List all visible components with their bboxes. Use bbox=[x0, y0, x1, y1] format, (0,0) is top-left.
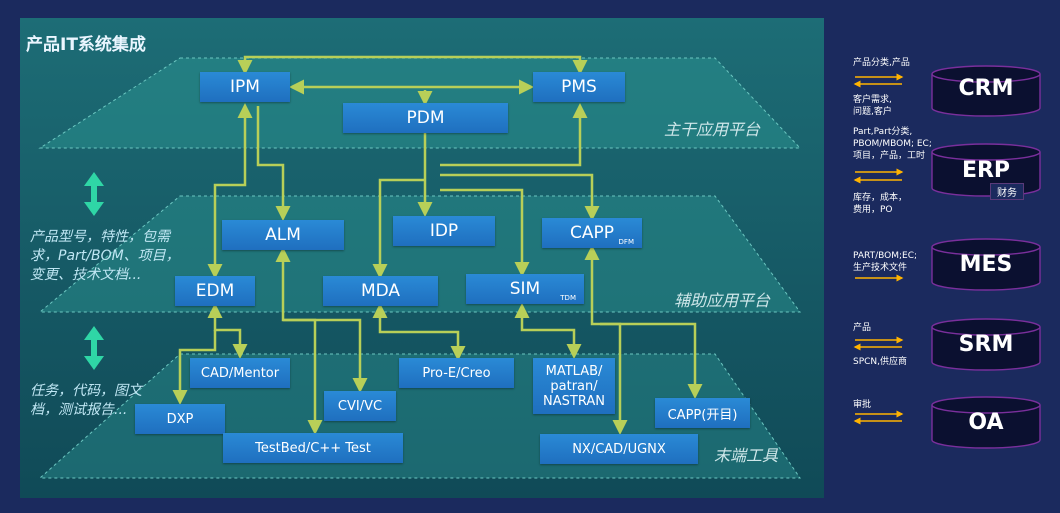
edm-box[interactable]: EDM bbox=[175, 276, 255, 306]
srm-above-line: 产品 bbox=[853, 323, 872, 333]
bottom-plane-label: 末端工具 bbox=[714, 446, 779, 465]
pdm-box[interactable]: PDM bbox=[343, 103, 508, 133]
oa-exchange-above: 审批 bbox=[853, 399, 871, 411]
external-cylinders bbox=[931, 65, 1041, 449]
sim-sub-label: TDM bbox=[560, 294, 576, 302]
mes-exchange-above: PART/BOM;EC; 生产技术文件 bbox=[853, 250, 917, 274]
sim-box[interactable]: SIM TDM bbox=[466, 274, 584, 304]
crm-below-line: 问题,客户 bbox=[853, 107, 892, 117]
crm-exchange-above: 产品分类,产品 bbox=[853, 57, 910, 69]
middle-plane-label: 辅助应用平台 bbox=[674, 291, 771, 310]
mda-box[interactable]: MDA bbox=[323, 276, 438, 306]
alm-box[interactable]: ALM bbox=[222, 220, 344, 250]
alm-cvi-link bbox=[283, 318, 368, 393]
crm-below-line: 客户需求, bbox=[853, 95, 892, 105]
proe-creo-box[interactable]: Pro-E/Creo bbox=[399, 358, 514, 388]
erp-above-line: PBOM/MBOM; EC; bbox=[853, 139, 932, 149]
erp-above-line: 项目，产品，工时 bbox=[853, 151, 926, 161]
erp-exchange-below: 库存，成本， 费用，PO bbox=[853, 192, 907, 216]
upper-note-line: 求，Part/BOM、项目， bbox=[30, 248, 180, 264]
sim-matlab-link bbox=[514, 303, 582, 359]
pdm-capp-link bbox=[440, 173, 600, 221]
mes-above-line: PART/BOM;EC; bbox=[853, 251, 918, 261]
upper-note-line: 变更、技术文档... bbox=[30, 267, 142, 283]
matlab-line: MATLAB/ bbox=[545, 363, 603, 379]
srm-exchange-below: SPCN,供应商 bbox=[853, 356, 907, 368]
mes-above-line: 生产技术文件 bbox=[853, 263, 908, 273]
connectors bbox=[172, 55, 703, 435]
external-exchange-arrows bbox=[853, 73, 904, 425]
pdm-sim-link bbox=[440, 188, 530, 277]
top-plane-label: 主干应用平台 bbox=[664, 120, 761, 139]
ipm-box[interactable]: IPM bbox=[200, 72, 290, 102]
mes-label: MES bbox=[959, 252, 1013, 277]
lower-note-line: 档，测试报告... bbox=[30, 402, 128, 418]
matlab-patran-nastran-box[interactable]: MATLAB/ patran/ NASTRAN bbox=[533, 358, 615, 414]
testbed-box[interactable]: TestBed/C++ Test bbox=[223, 433, 403, 463]
erp-finance-tag: 财务 bbox=[990, 183, 1024, 200]
cvi-vc-box[interactable]: CVI/VC bbox=[324, 391, 396, 421]
pdm-mda-link bbox=[372, 178, 425, 279]
ipm-alm-link bbox=[256, 106, 291, 221]
capp-tool-link bbox=[600, 322, 703, 399]
layer-arrow-upper bbox=[84, 172, 104, 216]
matlab-line: NASTRAN bbox=[543, 393, 605, 409]
lower-layer-note: 任务，代码，图文 档，测试报告... bbox=[30, 382, 142, 420]
idp-box[interactable]: IDP bbox=[393, 216, 495, 246]
page-title: 产品IT系统集成 bbox=[26, 35, 146, 55]
sim-label: SIM bbox=[509, 279, 541, 299]
srm-cylinder bbox=[931, 318, 1041, 371]
erp-exchange-above: Part,Part分类, PBOM/MBOM; EC; 项目，产品，工时 bbox=[853, 126, 932, 162]
mda-proe-link bbox=[372, 303, 466, 361]
capp-box[interactable]: CAPP DFM bbox=[542, 218, 642, 248]
oa-above-line: 审批 bbox=[853, 400, 872, 410]
lower-note-line: 任务，代码，图文 bbox=[30, 383, 142, 399]
erp-below-line: 库存，成本， bbox=[853, 193, 908, 203]
cad-mentor-box[interactable]: CAD/Mentor bbox=[190, 358, 290, 388]
oa-label: OA bbox=[968, 410, 1004, 435]
capp-label: CAPP bbox=[569, 223, 614, 243]
upper-note-line: 产品型号，特性，包需 bbox=[30, 229, 170, 245]
layer-arrow-lower bbox=[84, 326, 104, 370]
srm-below-line: SPCN,供应商 bbox=[853, 357, 908, 367]
crm-cylinder bbox=[931, 65, 1041, 117]
mes-cylinder bbox=[931, 238, 1041, 291]
nx-cad-ugnx-box[interactable]: NX/CAD/UGNX bbox=[540, 434, 698, 464]
erp-label: ERP bbox=[961, 158, 1011, 183]
crm-label: CRM bbox=[958, 76, 1014, 101]
srm-label: SRM bbox=[958, 332, 1014, 357]
capp-kaimu-box[interactable]: CAPP(开目) bbox=[655, 398, 750, 428]
erp-below-line: 费用，PO bbox=[853, 205, 893, 215]
ipm-pms-top-link bbox=[237, 55, 588, 75]
pms-down-link bbox=[440, 103, 588, 167]
edm-cad-link bbox=[207, 303, 248, 359]
pms-box[interactable]: PMS bbox=[533, 72, 625, 102]
crm-exchange-below: 客户需求, 问题,客户 bbox=[853, 94, 892, 118]
oa-cylinder bbox=[931, 396, 1041, 449]
edm-dxp-link bbox=[172, 330, 217, 405]
capp-sub-label: DFM bbox=[618, 238, 634, 246]
matlab-line: patran/ bbox=[550, 378, 598, 394]
crm-above-line: 产品分类,产品 bbox=[853, 58, 910, 68]
ipm-down-link bbox=[207, 103, 253, 279]
srm-exchange-above: 产品 bbox=[853, 322, 871, 334]
dxp-box[interactable]: DXP bbox=[135, 404, 225, 434]
erp-above-line: Part,Part分类, bbox=[853, 127, 913, 137]
upper-layer-note: 产品型号，特性，包需 求，Part/BOM、项目， 变更、技术文档... bbox=[30, 228, 180, 285]
